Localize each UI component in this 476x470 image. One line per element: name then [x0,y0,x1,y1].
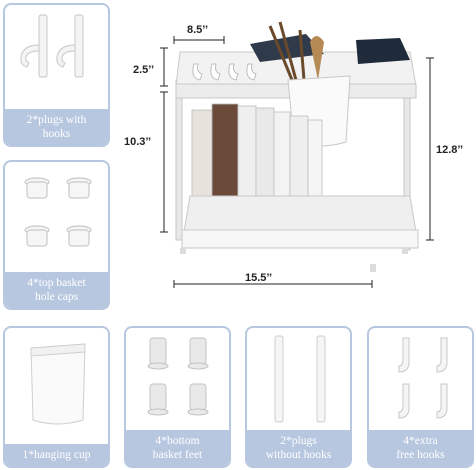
hole-caps-caption: 4*top basket hole caps [5,272,108,308]
caption-line: 1*hanging cup [22,449,91,461]
plug-with-hook-illustration [20,14,84,78]
caption-line: free hooks [396,449,445,461]
plugs-without-hooks-caption: 2*plugs without hooks [247,430,350,466]
organizer-product-illustration [160,21,434,288]
caption-line: 4*bottom [155,435,200,447]
top-tier-height-label: 2.5’’ [133,64,154,76]
hole-caps-illustration [24,177,92,247]
plugs-with-hooks-caption: 2*plugs with hooks [5,109,108,145]
extra-hooks-caption: 4*extra free hooks [369,430,472,466]
plugs-with-hooks-card: 2*plugs with hooks [3,3,110,147]
plugs-without-hooks-card: 2*plugs without hooks [245,326,352,468]
hanging-cup-caption: 1*hanging cup [5,444,108,466]
total-height-label: 12.8’’ [436,144,464,156]
caption-line: 2*plugs [280,435,317,447]
hanging-cup-card: 1*hanging cup [3,326,110,468]
shelf-height-label: 10.3’’ [124,136,152,148]
caption-line: without hooks [265,449,332,461]
basket-feet-card: 4*bottom basket feet [124,326,231,468]
caption-line: hooks [42,128,71,140]
hole-caps-card: 4*top basket hole caps [3,160,110,310]
caption-line: 4*extra [403,435,438,447]
caption-line: 2*plugs with [26,114,87,126]
caption-line: 4*top basket [27,277,86,289]
plugs-without-hooks-illustration [274,335,326,423]
basket-feet-caption: 4*bottom basket feet [126,430,229,466]
caption-line: hole caps [34,291,79,303]
length-label: 15.5’’ [245,272,273,284]
hanging-cup-illustration [30,343,86,425]
caption-line: basket feet [152,449,203,461]
top-width-label: 8.5’’ [187,24,208,36]
extra-hooks-card: 4*extra free hooks [367,326,474,468]
extra-hooks-illustration [398,337,448,419]
basket-feet-illustration [147,337,209,416]
